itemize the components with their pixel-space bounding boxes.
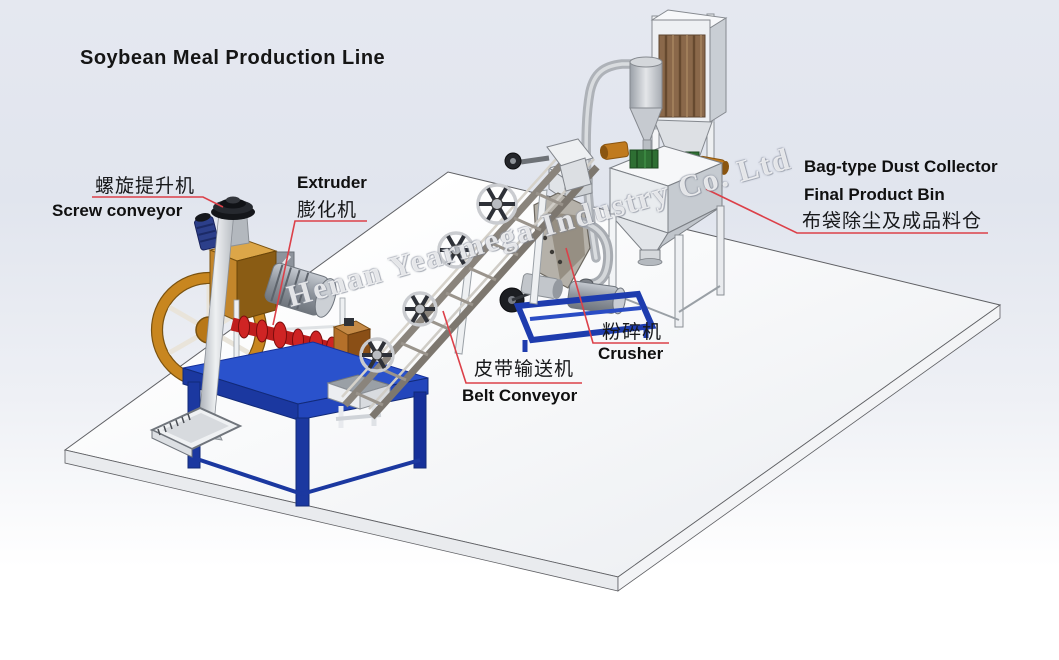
leader-belt-conveyor: [442, 310, 582, 384]
conveyor-head: [504, 138, 594, 192]
leader-crusher: [565, 247, 669, 344]
label-dust-collector-line2: Final Product Bin: [804, 185, 945, 204]
label-belt-conveyor-en: Belt Conveyor: [462, 386, 578, 405]
leader-dust-collector: [705, 188, 988, 234]
catch-pan: [149, 406, 243, 458]
label-crusher-zh: 粉碎机: [602, 322, 663, 343]
label-belt-conveyor-zh: 皮带输送机: [474, 359, 575, 380]
label-dust-collector-zh: 布袋除尘及成品料仓: [802, 211, 983, 232]
leader-extruder: [272, 220, 367, 326]
annotation-lines: [92, 188, 988, 384]
final-product-bin: [608, 145, 725, 328]
rotary-valve: [629, 149, 659, 169]
filter-bags: [658, 34, 706, 118]
valve-motor: [599, 141, 629, 160]
conveyor-rail: [369, 164, 600, 420]
belt-conveyor-machine: [341, 138, 600, 420]
screw-top-pulley: [211, 196, 255, 220]
bag-dust-collector-and-bin: [608, 9, 729, 328]
screw-motor: [194, 212, 220, 251]
leader-screw-conveyor: [92, 196, 224, 208]
label-extruder-en: Extruder: [297, 173, 367, 192]
label-screw-conveyor-en: Screw conveyor: [52, 201, 183, 220]
screw-conveyor-machine: [149, 196, 255, 458]
label-extruder-zh: 膨化机: [297, 200, 358, 221]
label-screw-conveyor-zh: 螺旋提升机: [95, 176, 196, 197]
label-dust-collector-line1: Bag-type Dust Collector: [804, 157, 998, 176]
page-title: Soybean Meal Production Line: [80, 47, 386, 69]
cyclone-separator: [581, 56, 663, 263]
crusher-base: [513, 290, 657, 352]
conveyor-wheels: [359, 183, 518, 373]
label-crusher-en: Crusher: [598, 344, 664, 363]
extruder-motor: [264, 262, 337, 318]
